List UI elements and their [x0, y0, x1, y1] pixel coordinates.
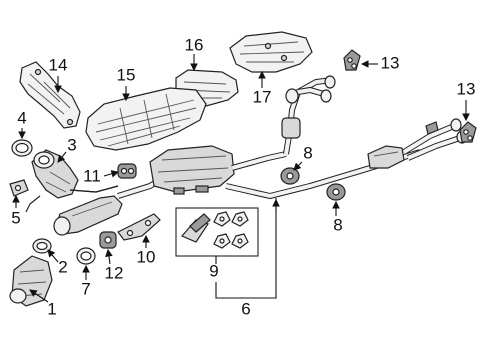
callout-2: 2	[58, 257, 67, 276]
leader-lines	[12, 54, 470, 303]
front-pipe	[53, 185, 123, 236]
catalytic-converter-3	[25, 149, 79, 213]
center-muffler	[149, 145, 235, 195]
hanger-8-lower	[326, 183, 346, 201]
callout-labels: 1 2 3 4 5 6 7 8 8 9 10 11 12 13 13 14 15…	[11, 35, 475, 318]
callout-13-upper: 13	[381, 53, 400, 72]
heat-shield-rear-17	[229, 31, 313, 73]
callout-5: 5	[11, 208, 20, 227]
gasket-2	[32, 238, 52, 254]
callout-16: 16	[185, 35, 204, 54]
bracket-5	[9, 179, 29, 197]
callout-9: 9	[209, 261, 218, 280]
callout-1: 1	[47, 299, 56, 318]
gasket-4	[11, 139, 33, 157]
callout-3: 3	[67, 135, 76, 154]
hanger-11	[117, 163, 137, 179]
callout-10: 10	[137, 247, 156, 266]
upper-pipe-17	[281, 75, 336, 155]
heat-shield-center-15	[85, 87, 207, 151]
callout-8-lower: 8	[333, 215, 342, 234]
callout-8-upper: 8	[303, 143, 312, 162]
callout-11: 11	[83, 166, 101, 185]
hanger-12	[99, 231, 117, 249]
hardware-kit-9	[175, 207, 259, 257]
bracket-13-lower	[459, 121, 477, 143]
callout-15: 15	[117, 65, 136, 84]
callout-12: 12	[105, 263, 124, 282]
callout-7: 7	[81, 279, 90, 298]
heat-shield-front-14	[19, 61, 81, 129]
callout-6: 6	[241, 299, 250, 318]
callout-14: 14	[49, 55, 68, 74]
catalytic-converter-1	[9, 255, 53, 307]
rear-muffler	[367, 145, 405, 169]
bracket-10	[117, 213, 161, 241]
callout-17: 17	[253, 87, 272, 106]
callout-13-lower: 13	[457, 79, 476, 98]
hanger-8-upper	[280, 167, 300, 185]
callout-4: 4	[17, 108, 26, 127]
gasket-7	[76, 247, 96, 265]
bracket-13-upper	[343, 49, 361, 71]
